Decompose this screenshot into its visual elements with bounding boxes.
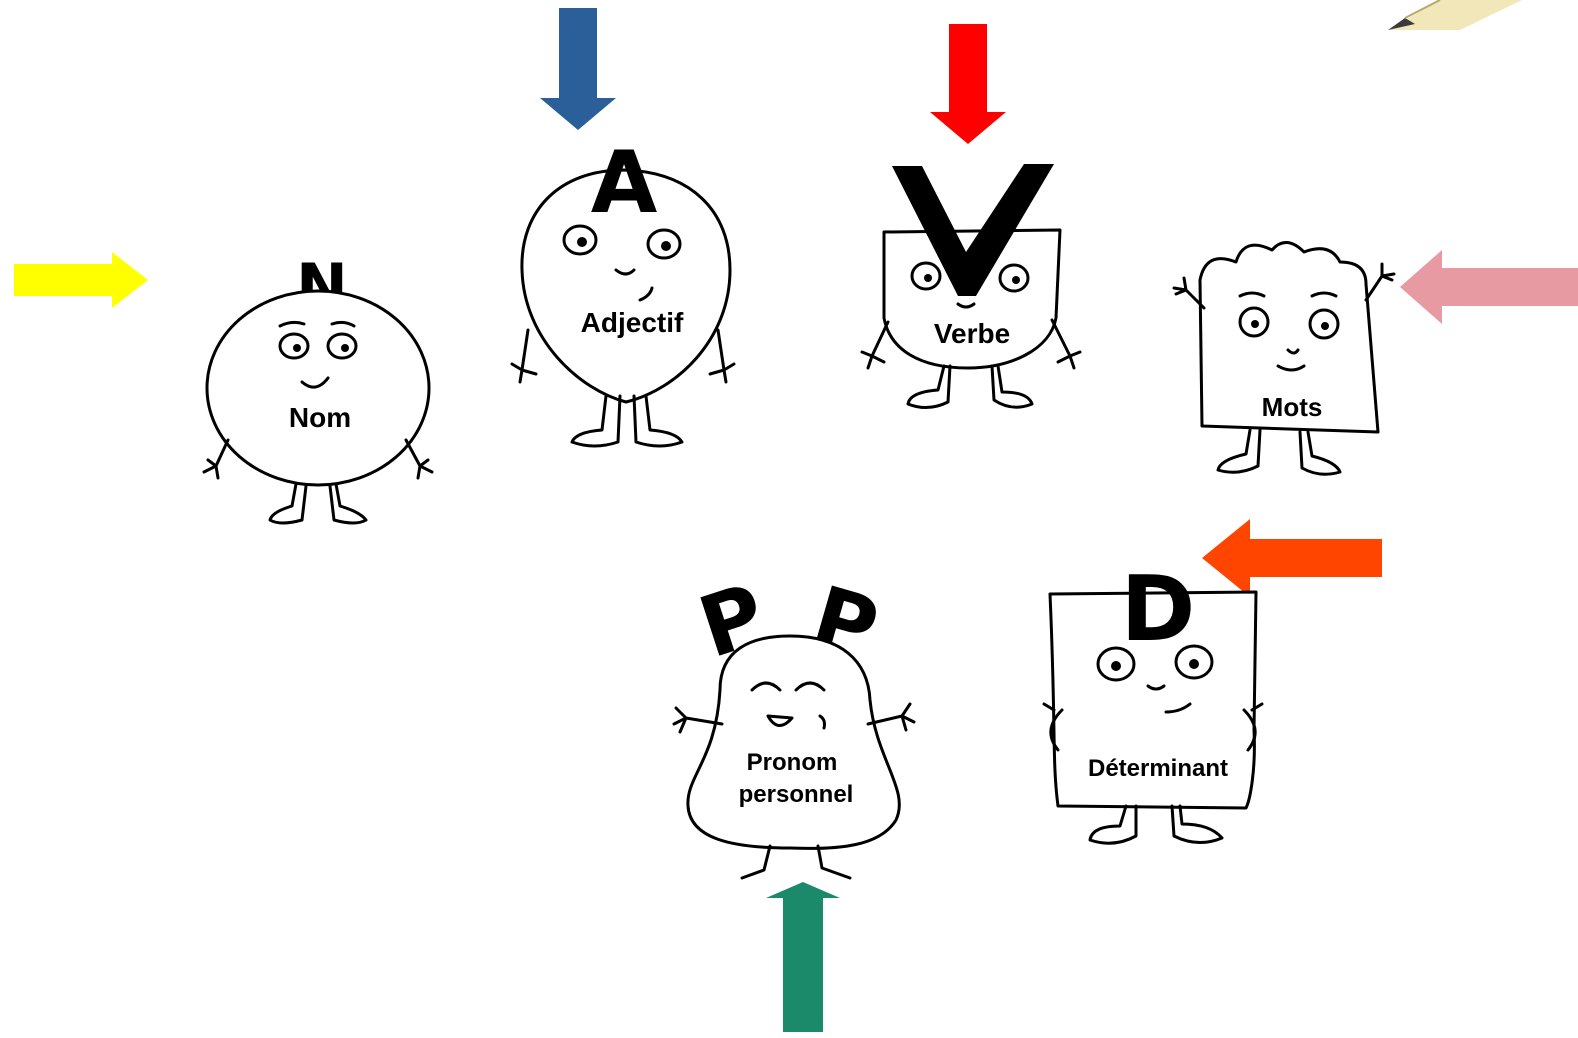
arrow-yellow — [14, 252, 148, 308]
arrow-green-shape — [766, 882, 840, 1032]
arrow-red — [930, 24, 1006, 144]
arrow-red-shape — [930, 24, 1006, 144]
determinant-label: Déterminant — [1088, 755, 1228, 782]
arrow-yellow-shape — [14, 252, 148, 308]
adjectif-letter: A — [591, 133, 658, 233]
pronom-label-line1: Pronom — [747, 749, 838, 776]
pronom-label-line2: personnel — [739, 781, 854, 808]
arrow-green — [766, 882, 840, 1032]
pencil-icon — [1388, 0, 1522, 30]
mots-label: Mots — [1262, 392, 1323, 422]
verbe-label: Verbe — [934, 318, 1010, 349]
arrow-blue-shape — [540, 8, 616, 130]
arrow-pink-shape — [1400, 250, 1578, 324]
arrow-pink — [1400, 250, 1578, 324]
arrow-blue — [540, 8, 616, 130]
character-nom: N Nom — [202, 250, 434, 525]
character-pronom: P P Pronom personnel — [672, 565, 916, 880]
character-verbe: Verbe — [860, 164, 1082, 409]
character-mots: Mots — [1172, 241, 1396, 476]
arrow-orange — [1202, 519, 1382, 597]
character-determinant: D Déterminant — [1042, 557, 1264, 845]
character-adjectif: A Adjectif — [510, 133, 736, 448]
nom-label: Nom — [289, 402, 351, 433]
determinant-letter: D — [1121, 557, 1196, 662]
arrow-orange-shape — [1202, 519, 1382, 597]
adjectif-label: Adjectif — [581, 307, 684, 338]
